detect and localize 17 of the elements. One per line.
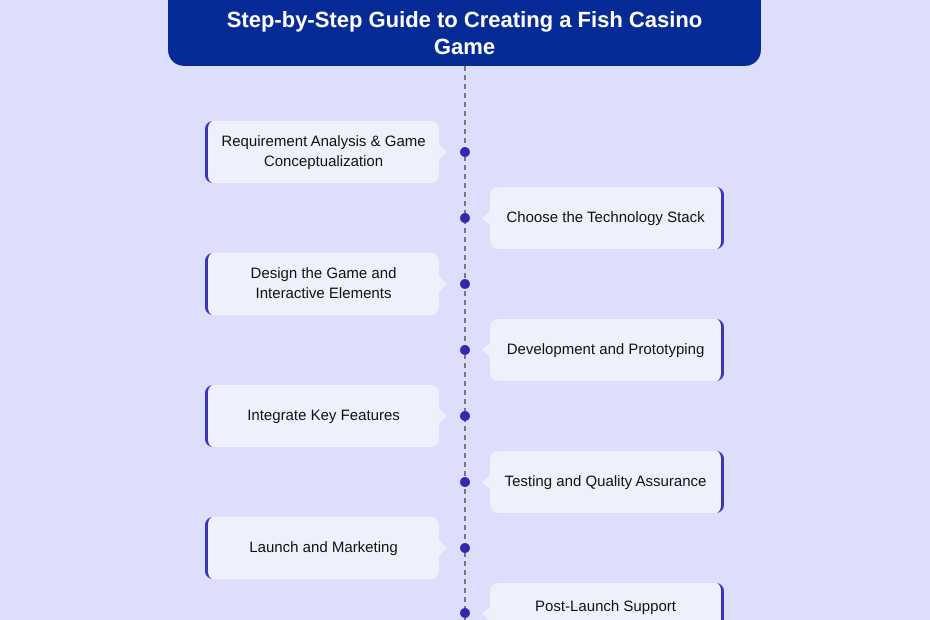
title: Step-by-Step Guide to Creating a Fish Casino Game: [226, 6, 704, 60]
step-card: [490, 583, 724, 620]
step-card: [205, 517, 439, 579]
step-text: Testing and Quality Assurance: [504, 472, 706, 492]
step-text: Requirement Analysis & Game Conceptualization: [220, 132, 427, 172]
step-text: Design the Game and Interactive Elements: [250, 264, 398, 304]
step-card: [490, 319, 724, 381]
step-card: [490, 451, 724, 513]
step-card: [205, 121, 439, 183]
step-text: Integrate Key Features: [247, 406, 400, 426]
step-card: [205, 253, 439, 315]
step-text: Development and Prototyping: [506, 340, 704, 360]
step-text: Launch and Marketing: [249, 538, 398, 558]
step-text: Choose the Technology Stack: [506, 208, 705, 228]
step-text: Post-Launch Support: [535, 597, 676, 617]
step-card: [205, 385, 439, 447]
step-card: [490, 187, 724, 249]
